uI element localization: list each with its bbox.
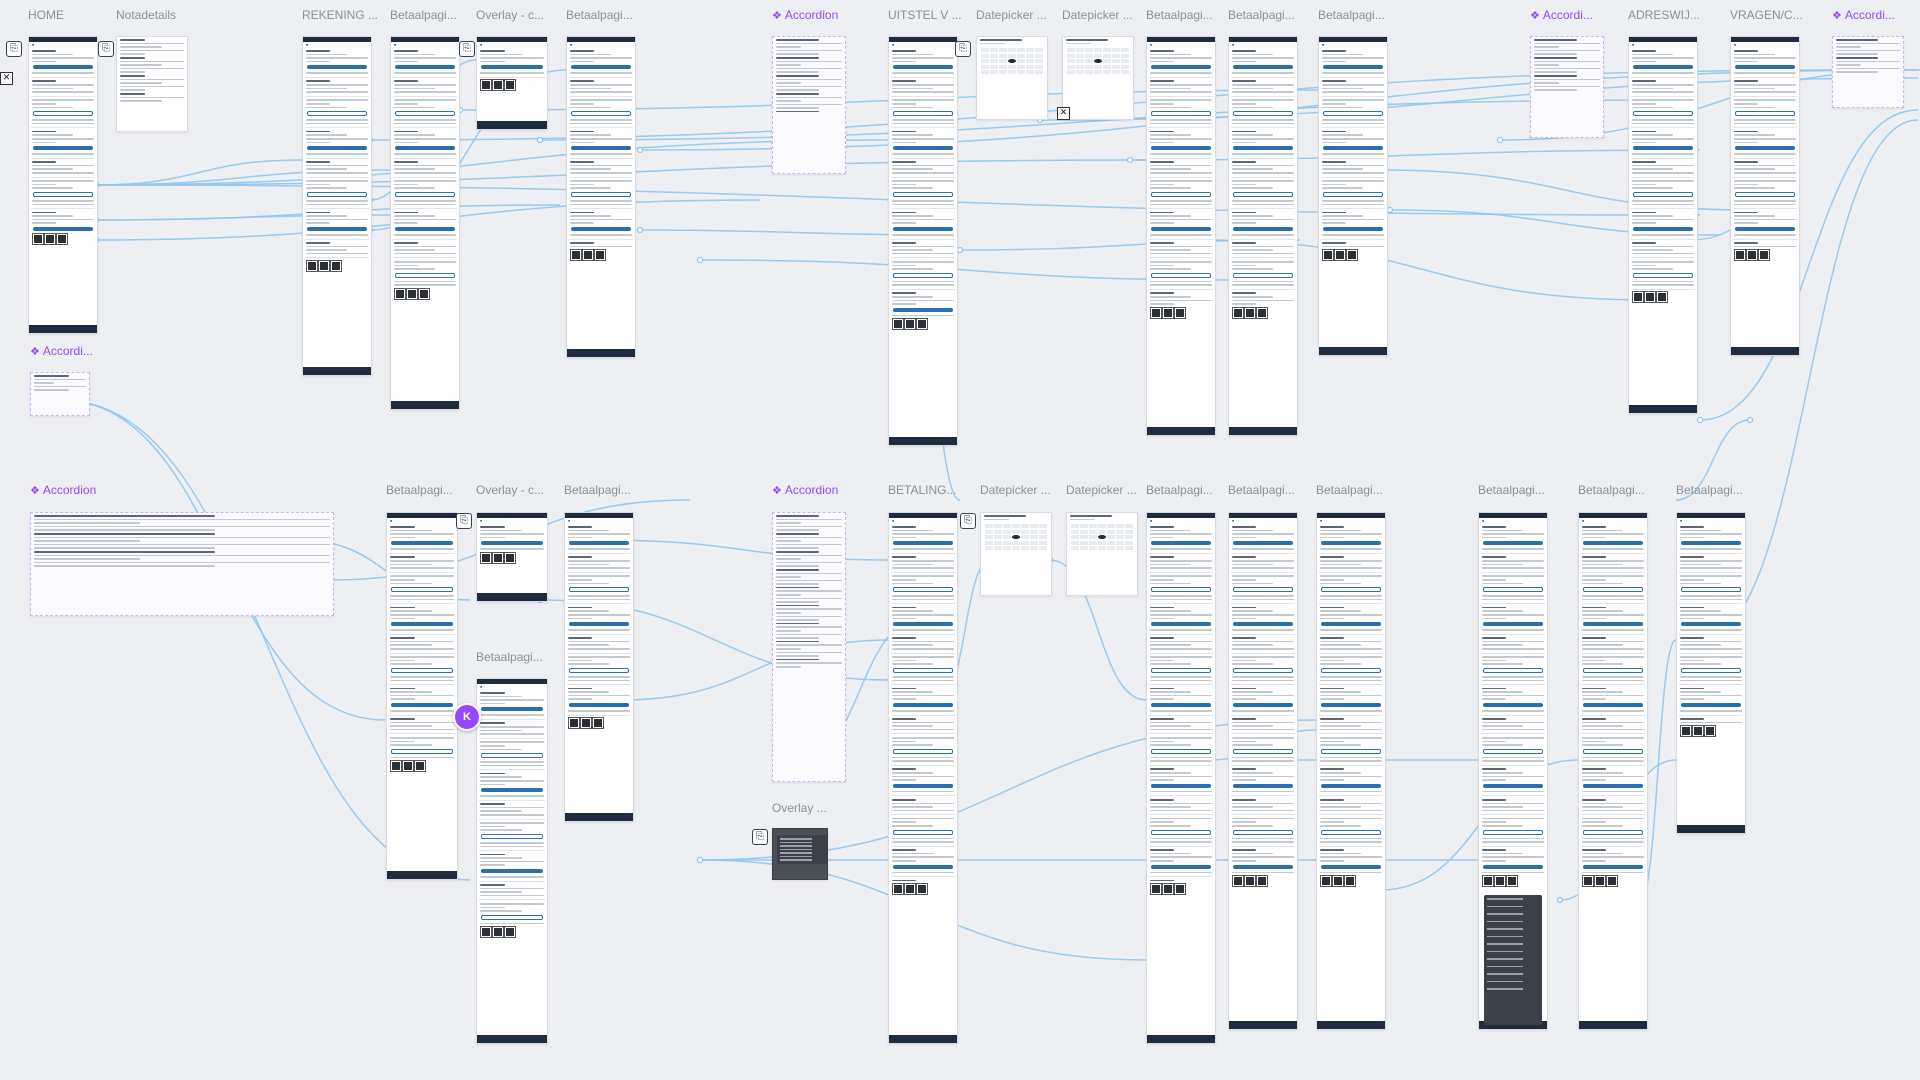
frame-label[interactable]: Betaalpagi... bbox=[564, 483, 631, 497]
frame-label[interactable]: Accordi... bbox=[30, 344, 93, 358]
frame-label[interactable]: ADRESWIJ... bbox=[1628, 8, 1701, 22]
frame-accordion-6[interactable] bbox=[772, 36, 846, 174]
prototype-connector bbox=[599, 539, 891, 561]
flow-start-icon[interactable]: ⎘ bbox=[456, 513, 472, 529]
dropdown-menu-overlay[interactable] bbox=[1484, 895, 1542, 1025]
frame-label[interactable]: Overlay - c... bbox=[476, 8, 545, 22]
frame-label[interactable]: Betaalpagi... bbox=[1146, 483, 1213, 497]
frame-label[interactable]: Accordi... bbox=[1530, 8, 1593, 22]
frame-label[interactable]: Accordi... bbox=[1832, 8, 1895, 22]
frame-accordion-18[interactable] bbox=[30, 512, 334, 616]
connector-start-dot bbox=[1126, 156, 1134, 164]
connector-start-dot bbox=[696, 856, 704, 864]
close-icon[interactable]: ✕ bbox=[0, 72, 13, 85]
frame-datepicker-8[interactable] bbox=[976, 36, 1048, 120]
frame-datepicker-9[interactable] bbox=[1062, 36, 1134, 120]
frame-betaling-24[interactable] bbox=[888, 512, 958, 1044]
connector-start-dot bbox=[636, 226, 644, 234]
frame-betaalpagi-12[interactable] bbox=[1318, 36, 1388, 356]
frame-datepicker-26[interactable] bbox=[1066, 512, 1138, 596]
frame-label[interactable]: Datepicker ... bbox=[1062, 8, 1133, 22]
frame-label[interactable]: Betaalpagi... bbox=[566, 8, 633, 22]
close-icon[interactable]: ✕ bbox=[1057, 107, 1070, 120]
frame-accordi-13[interactable] bbox=[1530, 36, 1604, 138]
frame-vragen-c-15[interactable] bbox=[1730, 36, 1800, 356]
frame-label[interactable]: Accordion bbox=[772, 8, 838, 22]
frame-label[interactable]: Accordion bbox=[772, 483, 838, 497]
collaborator-avatar[interactable]: K bbox=[453, 703, 481, 731]
frame-overlay-33[interactable] bbox=[772, 828, 828, 880]
frame-betaalpagi-27[interactable] bbox=[1146, 512, 1216, 1044]
frame-accordi-16[interactable] bbox=[1832, 36, 1904, 108]
flow-start-icon[interactable]: ⎘ bbox=[98, 41, 114, 57]
flow-start-icon[interactable]: ⎘ bbox=[6, 41, 22, 57]
frame-label[interactable]: Betaalpagi... bbox=[1478, 483, 1545, 497]
frame-label[interactable]: Betaalpagi... bbox=[1318, 8, 1385, 22]
connector-start-dot bbox=[696, 856, 704, 864]
frame-notadetails-1[interactable] bbox=[116, 36, 188, 132]
frame-accordion-23[interactable] bbox=[772, 512, 846, 782]
frame-accordi-17[interactable] bbox=[30, 372, 90, 416]
frame-home-0[interactable] bbox=[28, 36, 98, 334]
connector-start-dot bbox=[696, 256, 704, 264]
prototype-connector bbox=[619, 639, 891, 701]
connector-start-dot bbox=[636, 146, 644, 154]
frame-betaalpagi-31[interactable] bbox=[1578, 512, 1648, 1030]
frame-adreswij-14[interactable] bbox=[1628, 36, 1698, 414]
frame-betaalpagi-3[interactable] bbox=[390, 36, 460, 410]
frame-uitstel-v-7[interactable] bbox=[888, 36, 958, 446]
frame-label[interactable]: Betaalpagi... bbox=[1578, 483, 1645, 497]
connector-start-dot bbox=[1746, 416, 1754, 424]
flow-start-icon[interactable]: ⎘ bbox=[960, 513, 976, 529]
frame-label[interactable]: Betaalpagi... bbox=[1228, 8, 1295, 22]
frame-betaalpagi-10[interactable] bbox=[1146, 36, 1216, 436]
frame-label[interactable]: Notadetails bbox=[116, 8, 177, 22]
frame-label[interactable]: Overlay - c... bbox=[476, 483, 545, 497]
frame-betaalpagi-11[interactable] bbox=[1228, 36, 1298, 436]
prototype-connector bbox=[95, 159, 303, 186]
flow-start-icon[interactable]: ⎘ bbox=[752, 829, 768, 845]
frame-label[interactable]: REKENING ... bbox=[302, 8, 379, 22]
frame-label[interactable]: Betaalpagi... bbox=[1228, 483, 1295, 497]
frame-label[interactable]: Betaalpagi... bbox=[1146, 8, 1213, 22]
frame-label[interactable]: BETALING... bbox=[888, 483, 957, 497]
frame-betaalpagi-5[interactable] bbox=[566, 36, 636, 358]
frame-label[interactable]: Accordion bbox=[30, 483, 96, 497]
frame-betaalpagi-28[interactable] bbox=[1228, 512, 1298, 1030]
frame-betaalpagi-21[interactable] bbox=[564, 512, 634, 822]
connector-start-dot bbox=[1556, 896, 1564, 904]
frame-betaalpagi-19[interactable] bbox=[386, 512, 458, 880]
frame-datepicker-25[interactable] bbox=[980, 512, 1052, 596]
frame-betaalpagi-32[interactable] bbox=[1676, 512, 1746, 834]
frame-label[interactable]: VRAGEN/C... bbox=[1730, 8, 1803, 22]
frame-label[interactable]: Datepicker ... bbox=[1066, 483, 1137, 497]
frame-betaalpagi-22[interactable] bbox=[476, 678, 548, 1044]
connector-start-dot bbox=[1496, 136, 1504, 144]
frame-label[interactable]: Betaalpagi... bbox=[476, 650, 543, 664]
frame-label[interactable]: Datepicker ... bbox=[980, 483, 1051, 497]
connector-start-dot bbox=[1696, 416, 1704, 424]
frame-overlay-c-4[interactable] bbox=[476, 36, 548, 130]
connector-start-dot bbox=[956, 246, 964, 254]
connector-start-dot bbox=[1386, 206, 1394, 214]
frame-label[interactable]: Betaalpagi... bbox=[390, 8, 457, 22]
prototype-connector bbox=[95, 139, 891, 186]
connector-start-dot bbox=[536, 136, 544, 144]
flow-start-icon[interactable]: ⎘ bbox=[459, 41, 475, 57]
frame-label[interactable]: HOME bbox=[28, 8, 64, 22]
frame-label[interactable]: Betaalpagi... bbox=[1676, 483, 1743, 497]
frame-label[interactable]: Overlay ... bbox=[772, 801, 827, 815]
frame-label[interactable]: Betaalpagi... bbox=[1316, 483, 1383, 497]
frame-label[interactable]: Datepicker ... bbox=[976, 8, 1047, 22]
frame-rekening-2[interactable] bbox=[302, 36, 372, 376]
frame-betaalpagi-29[interactable] bbox=[1316, 512, 1386, 1030]
frame-label[interactable]: UITSTEL V ... bbox=[888, 8, 962, 22]
frame-label[interactable]: Betaalpagi... bbox=[386, 483, 453, 497]
frame-overlay-c-20[interactable] bbox=[476, 512, 548, 602]
connector-start-dot bbox=[696, 856, 704, 864]
flow-start-icon[interactable]: ⎘ bbox=[955, 41, 971, 57]
